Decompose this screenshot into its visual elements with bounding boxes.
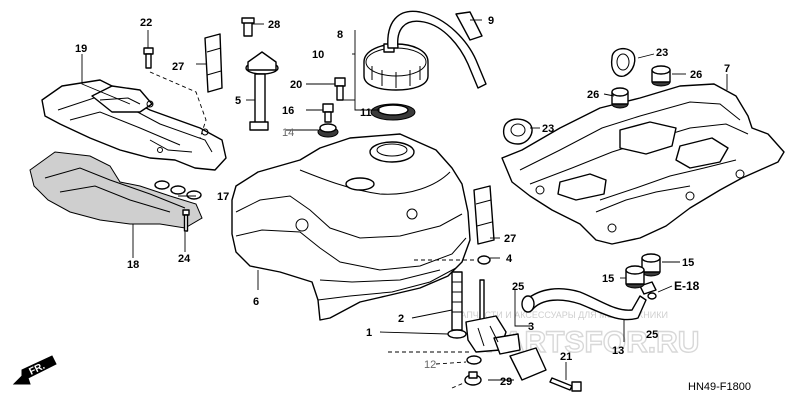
callout-3: 3: [528, 321, 534, 333]
part-25-clip: [521, 295, 535, 313]
part-5-fuel-gauge: [241, 17, 279, 131]
leader-lines: [81, 19, 728, 389]
part-21-bolt: [549, 377, 582, 392]
front-direction-arrow: FR.: [12, 355, 57, 385]
callout-16: 16: [282, 105, 294, 117]
part-12-screw: [466, 355, 482, 365]
callout-24: 24: [178, 253, 191, 265]
part-26-grommet-left: [611, 87, 629, 109]
callout-27-top: 27: [172, 61, 184, 73]
callout-2: 2: [398, 313, 404, 325]
callout-21: 21: [560, 351, 572, 363]
callout-1: 1: [366, 327, 372, 339]
callout-17: 17: [217, 191, 229, 203]
part-22-bolt: [143, 47, 154, 69]
part-11-gasket: [370, 103, 416, 121]
callout-6: 6: [253, 296, 259, 308]
part-4-nut: [477, 255, 491, 265]
part-26-grommet-top: [651, 65, 671, 87]
diagram-code: HN49-F1800: [688, 381, 751, 393]
callout-14: 14: [282, 127, 294, 139]
callout-29: 29: [500, 376, 512, 388]
callout-18: 18: [127, 259, 139, 271]
part-17-clips: [154, 180, 202, 200]
callout-20: 20: [290, 79, 302, 91]
part-20-bolt: [334, 77, 346, 101]
part-15-cushion-a: [641, 253, 661, 277]
part-9-hose: [387, 10, 487, 89]
callout-7: 7: [724, 63, 730, 75]
callout-25-top: 25: [512, 281, 524, 293]
part-24-bolt: [182, 209, 190, 232]
part-23-clamp-left: [502, 118, 533, 145]
watermark-text: ЗАПЧАСТИ И АКСЕССУАРЫ ДЛЯ МОТОТЕХНИКИ: [455, 310, 668, 320]
callout-28: 28: [268, 19, 280, 31]
part-6-fuel-tank: [231, 133, 471, 321]
callout-11: 11: [360, 107, 372, 119]
callout-9: 9: [488, 15, 494, 27]
callout-25-bottom: 25: [646, 329, 658, 341]
e18-clip: [647, 292, 657, 300]
callout-13: 13: [612, 345, 624, 357]
callout-12: 12: [424, 359, 436, 371]
part-2-strainer: [451, 271, 463, 331]
callout-19: 19: [75, 43, 87, 55]
callout-27-right: 27: [504, 233, 516, 245]
callouts: 22 19 27 17 18 24 28 5 20 16 14 8 10 11 …: [75, 15, 730, 388]
callout-23-top: 23: [656, 47, 668, 59]
part-18-mat: [29, 151, 203, 229]
part-27-strap-top: [204, 33, 223, 93]
callout-10: 10: [312, 49, 324, 61]
part-27-strap-right: [473, 185, 495, 245]
callout-22: 22: [140, 17, 152, 29]
part-7-carrier: [501, 83, 785, 245]
callout-15-left: 15: [602, 273, 614, 285]
reference-e18: E-18: [674, 279, 700, 293]
part-19-bracket: [41, 79, 227, 171]
callout-23-left: 23: [542, 123, 554, 135]
callout-26-left: 26: [587, 89, 599, 101]
part-15-cushion-b: [625, 265, 645, 289]
part-23-clamp-top: [610, 47, 636, 77]
part-1-oring: [447, 329, 467, 339]
part-29-bolt: [464, 371, 482, 386]
part-14-grommet: [317, 123, 339, 138]
callout-5: 5: [235, 95, 241, 107]
callout-26-right: 26: [690, 69, 702, 81]
part-3-fuel-valve: [465, 279, 547, 381]
part-16-bolt: [322, 103, 334, 123]
callout-15-right: 15: [682, 257, 694, 269]
callout-8: 8: [337, 29, 343, 41]
part-10-fuel-cap: [363, 43, 429, 91]
callout-4: 4: [506, 253, 513, 265]
